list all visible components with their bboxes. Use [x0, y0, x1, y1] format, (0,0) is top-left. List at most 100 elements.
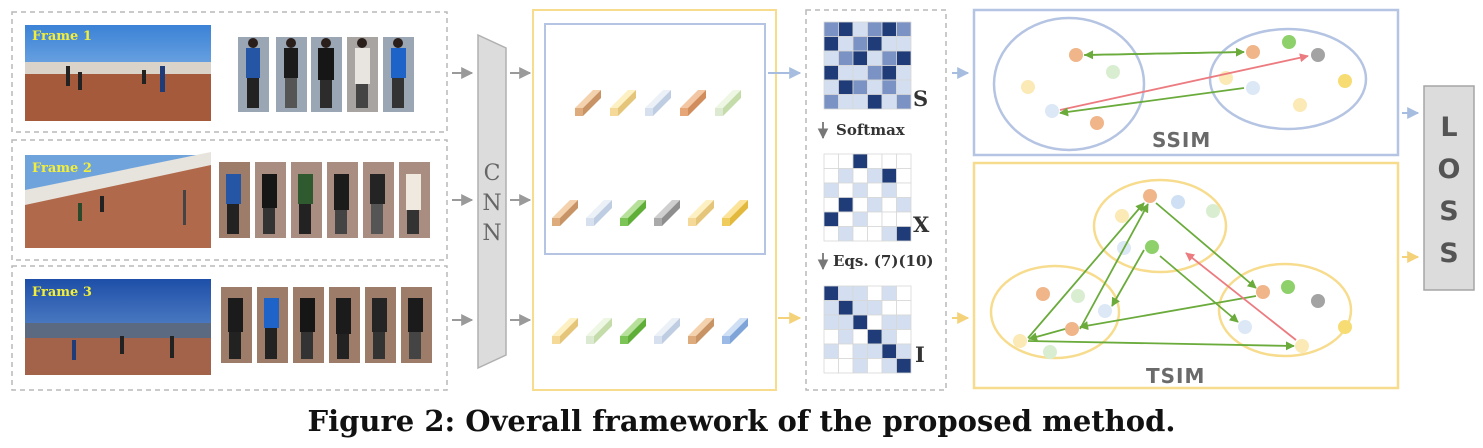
- matrix-i-cell: [881, 343, 897, 359]
- matrix-x-cell: [881, 211, 897, 227]
- matrix-s-cell: [838, 79, 854, 95]
- cnn-letter-n1: N: [482, 191, 502, 216]
- matrix-s-cell: [881, 79, 897, 95]
- matrix-x-cell: [867, 153, 883, 169]
- matrix-s-cell: [852, 36, 868, 52]
- matrix-x-cell: [896, 153, 912, 169]
- matrix-x-cell: [823, 197, 839, 213]
- matrix-x-cell: [838, 211, 854, 227]
- frame-box-2: [11, 139, 448, 261]
- person-crops-frame-2: [219, 162, 430, 238]
- matrix-s: [823, 21, 912, 110]
- matrix-s-cell: [823, 21, 839, 37]
- softmax-label: Softmax: [836, 121, 905, 139]
- matrix-s-cell: [881, 50, 897, 66]
- matrix-i-cell: [867, 343, 883, 359]
- matrix-i-cell: [852, 343, 868, 359]
- matrix-x-cell: [896, 226, 912, 242]
- matrix-s-cell: [867, 36, 883, 52]
- matrix-i-cell: [838, 329, 854, 345]
- matrix-s-cell: [896, 65, 912, 81]
- matrix-s-cell: [867, 50, 883, 66]
- matrix-s-cell: [896, 21, 912, 37]
- frame-3-label: Frame 3: [32, 285, 92, 300]
- module-to-loss-arrows: [1402, 107, 1420, 263]
- frame-box-3: [11, 265, 448, 391]
- person-crops-frame-1: [238, 37, 414, 112]
- matrix-x-cell: [867, 182, 883, 198]
- matrix-i-cell: [838, 300, 854, 316]
- matrix-i-cell: [881, 314, 897, 330]
- matrix-i-cell: [838, 285, 854, 301]
- matrix-s-cell: [852, 50, 868, 66]
- matrix-i: [823, 285, 912, 374]
- matrix-i-cell: [867, 300, 883, 316]
- matrix-x-cell: [823, 226, 839, 242]
- matrix-s-cell: [896, 94, 912, 110]
- matrix-i-cell: [881, 285, 897, 301]
- matrix-x-cell: [881, 197, 897, 213]
- matrix-x-cell: [896, 182, 912, 198]
- matrix-s-cell: [823, 65, 839, 81]
- matrix-x-cell: [852, 153, 868, 169]
- matrix-i-cell: [852, 358, 868, 374]
- matrix-x-cell: [852, 197, 868, 213]
- feature-bars-frame-1: [575, 90, 741, 116]
- matrix-s-cell: [838, 21, 854, 37]
- ssim-module: [972, 8, 1400, 157]
- matrix-s-cell: [852, 94, 868, 110]
- matrix-i-cell: [838, 358, 854, 374]
- matrix-x-cell: [823, 153, 839, 169]
- loss-block: [1423, 85, 1475, 291]
- scene-photo-1: [25, 25, 211, 121]
- matrix-i-cell: [852, 329, 868, 345]
- feature-yellow-box: [532, 9, 777, 391]
- matrix-s-cell: [881, 94, 897, 110]
- matrix-x-cell: [838, 182, 854, 198]
- cnn-letter-n2: N: [482, 221, 502, 246]
- matrix-i-cell: [881, 358, 897, 374]
- person-crops-frame-3: [221, 287, 432, 363]
- matrix-i-cell: [867, 314, 883, 330]
- feature-to-matrix-arrows: [768, 67, 802, 324]
- matrix-x-cell: [852, 168, 868, 184]
- matrix-x-cell: [896, 168, 912, 184]
- matrix-x-cell: [852, 226, 868, 242]
- matrix-x-cell: [867, 168, 883, 184]
- matrix-x-cell: [823, 211, 839, 227]
- matrix-i-cell: [823, 285, 839, 301]
- matrix-x-cell: [881, 153, 897, 169]
- matrix-s-cell: [896, 79, 912, 95]
- matrix-x-label: X: [913, 212, 930, 237]
- matrix-s-cell: [896, 36, 912, 52]
- matrix-s-cell: [823, 94, 839, 110]
- matrix-i-cell: [896, 329, 912, 345]
- matrix-x-cell: [852, 182, 868, 198]
- matrix-i-cell: [823, 329, 839, 345]
- matrix-i-cell: [838, 343, 854, 359]
- matrix-x-cell: [867, 197, 883, 213]
- matrix-s-cell: [896, 50, 912, 66]
- matrix-x-cell: [852, 211, 868, 227]
- matrix-s-cell: [881, 21, 897, 37]
- matrix-x-cell: [823, 182, 839, 198]
- matrix-s-cell: [838, 50, 854, 66]
- frame-2-label: Frame 2: [32, 161, 92, 176]
- matrix-s-cell: [838, 94, 854, 110]
- loss-letter-s1: S: [1439, 196, 1459, 227]
- tsim-module: [972, 161, 1400, 390]
- matrix-i-label: I: [915, 342, 925, 367]
- matrix-i-cell: [823, 300, 839, 316]
- matrix-i-cell: [896, 343, 912, 359]
- matrix-s-cell: [881, 65, 897, 81]
- matrix-i-cell: [852, 314, 868, 330]
- matrix-x-cell: [867, 226, 883, 242]
- matrix-s-cell: [823, 79, 839, 95]
- loss-letter-o: O: [1437, 154, 1461, 185]
- matrix-s-cell: [867, 94, 883, 110]
- matrix-i-cell: [867, 285, 883, 301]
- tsim-label: TSIM: [1146, 364, 1206, 388]
- matrix-i-cell: [867, 329, 883, 345]
- matrix-i-cell: [896, 314, 912, 330]
- loss-letter-l: L: [1440, 112, 1458, 143]
